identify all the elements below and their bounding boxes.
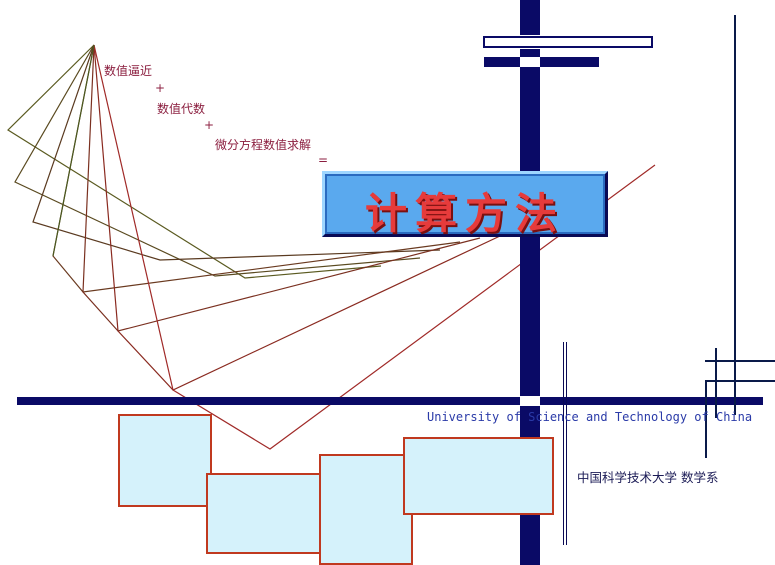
right-thin-line: [705, 380, 775, 382]
decorative-card: [403, 437, 554, 515]
fan-line: [93, 44, 501, 391]
university-name: University of Science and Technology of …: [427, 410, 753, 424]
formula-line-2: 数值代数: [157, 102, 206, 116]
decorative-card: [206, 473, 335, 554]
fan-line: [52, 44, 461, 293]
fan-line: [7, 44, 382, 279]
right-thin-line: [705, 380, 707, 458]
formula-line-3: 微分方程数值求解: [215, 138, 312, 152]
horizontal-bar: [17, 397, 763, 405]
formula-plus-1: +: [155, 81, 166, 95]
bar-gap: [520, 35, 540, 49]
right-thin-line: [734, 15, 736, 415]
fan-line: [93, 44, 656, 450]
bar-gap: [520, 57, 540, 67]
fan-line: [52, 44, 95, 257]
bar-gap: [520, 397, 540, 405]
double-vertical-line: [563, 342, 567, 545]
fan-line: [14, 44, 421, 277]
right-thin-line: [705, 360, 775, 362]
title-box: 计算方法: [322, 171, 608, 238]
formula-equals: =: [318, 153, 329, 167]
formula-plus-2: +: [204, 118, 215, 132]
fan-line: [82, 44, 481, 332]
decorative-card: [319, 454, 413, 565]
top-outline-rect: [483, 36, 653, 48]
page-title: 计算方法: [364, 189, 565, 238]
vertical-bar: [520, 0, 540, 565]
right-thin-line: [715, 348, 717, 418]
top-filled-bar: [484, 57, 599, 67]
decorative-card: [118, 414, 212, 507]
formula-line-1: 数值逼近: [104, 64, 153, 78]
department-name: 中国科学技术大学 数学系: [577, 470, 719, 485]
fan-line: [32, 44, 441, 261]
